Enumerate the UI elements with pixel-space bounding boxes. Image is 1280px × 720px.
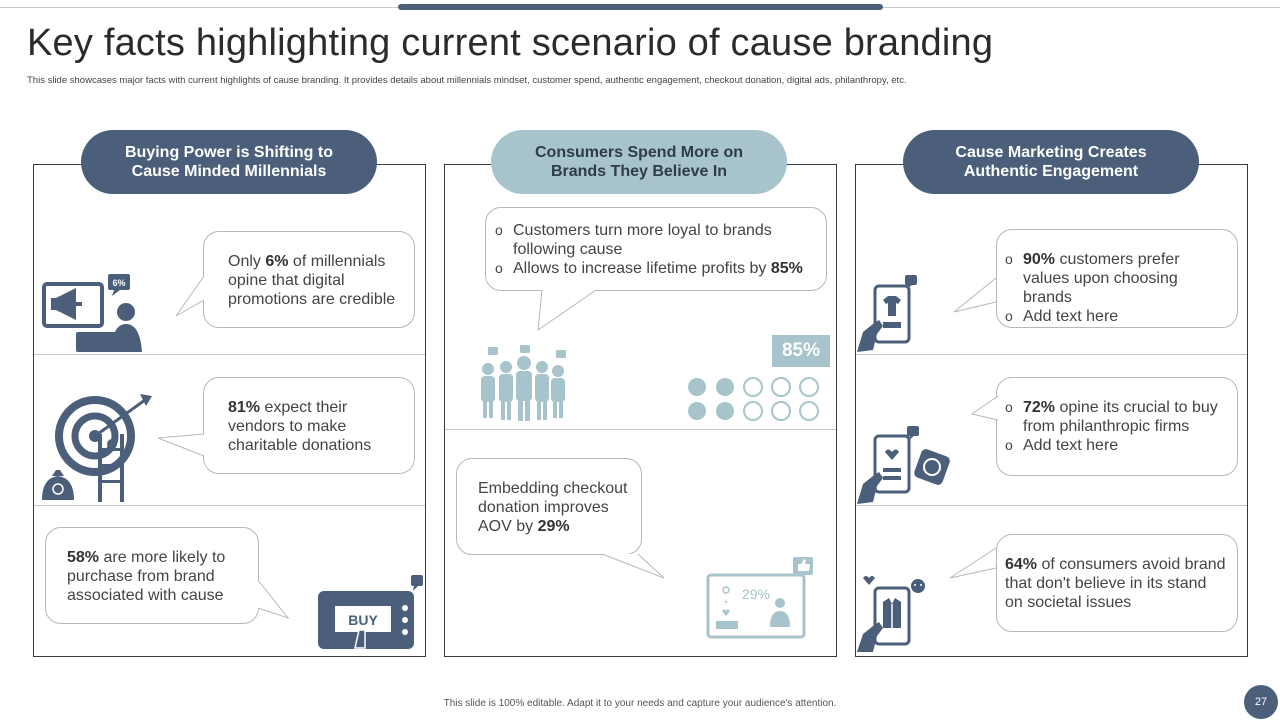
divider: [445, 429, 836, 430]
page-number: 27: [1244, 685, 1278, 719]
phone-shirt-icon: [857, 275, 917, 352]
fact-bubble: Embedding checkout donation improves AOV…: [456, 458, 642, 555]
icon-label: 6%: [112, 278, 125, 288]
footer-note: This slide is 100% editable. Adapt it to…: [443, 698, 837, 709]
bubble-tail: [157, 433, 205, 457]
bubble-tail: [970, 395, 999, 421]
divider: [34, 505, 425, 506]
page-subtitle: This slide showcases major facts with cu…: [27, 75, 907, 86]
target-ladder-icon: [42, 394, 152, 502]
stat-badge: 85%: [772, 335, 830, 367]
icon-label: BUY: [348, 612, 378, 628]
coin-grid-icon: [688, 377, 819, 421]
bubble-tail: [537, 289, 597, 332]
bubble-tail: [601, 553, 665, 579]
svg-text:+: +: [723, 597, 728, 607]
divider: [34, 354, 425, 355]
fact-bubble: 58% are more likely to purchase from bra…: [45, 527, 259, 624]
bubble-tail: [257, 579, 290, 620]
phone-charity-icon: [857, 426, 950, 504]
icon-label: 29%: [742, 586, 770, 602]
bubble-tail: [953, 277, 997, 313]
divider: [856, 505, 1247, 506]
top-accent-bar: [398, 4, 883, 10]
buy-tablet-icon: BUY: [318, 575, 423, 649]
checkout-monitor-icon: 29% +: [706, 557, 813, 639]
bubble-tail: [175, 275, 205, 317]
crowd-icon: [481, 345, 566, 421]
fact-bubble: 81% expect their vendors to make charita…: [203, 377, 415, 474]
page-title: Key facts highlighting current scenario …: [27, 22, 994, 64]
bubble-tail: [949, 547, 997, 579]
digital-ad-laptop-icon: 6%: [42, 274, 142, 352]
fact-bubble: 64% of consumers avoid brand that don't …: [996, 534, 1238, 632]
divider: [856, 354, 1247, 355]
phone-jacket-icon: [857, 576, 925, 652]
fact-bubble: Only 6% of millennials opine that digita…: [203, 231, 415, 328]
